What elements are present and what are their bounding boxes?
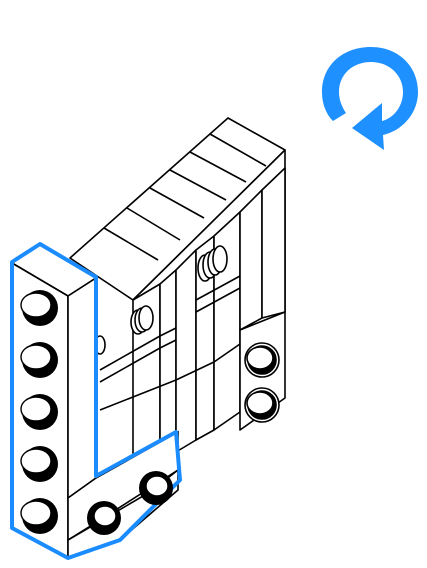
- stud: [139, 471, 173, 505]
- stud: [245, 388, 279, 422]
- lego-assembly: [70, 118, 285, 476]
- beam-side-face: [68, 278, 96, 498]
- rotate-icon: [322, 47, 418, 150]
- stud: [245, 343, 279, 377]
- stud: [87, 501, 121, 535]
